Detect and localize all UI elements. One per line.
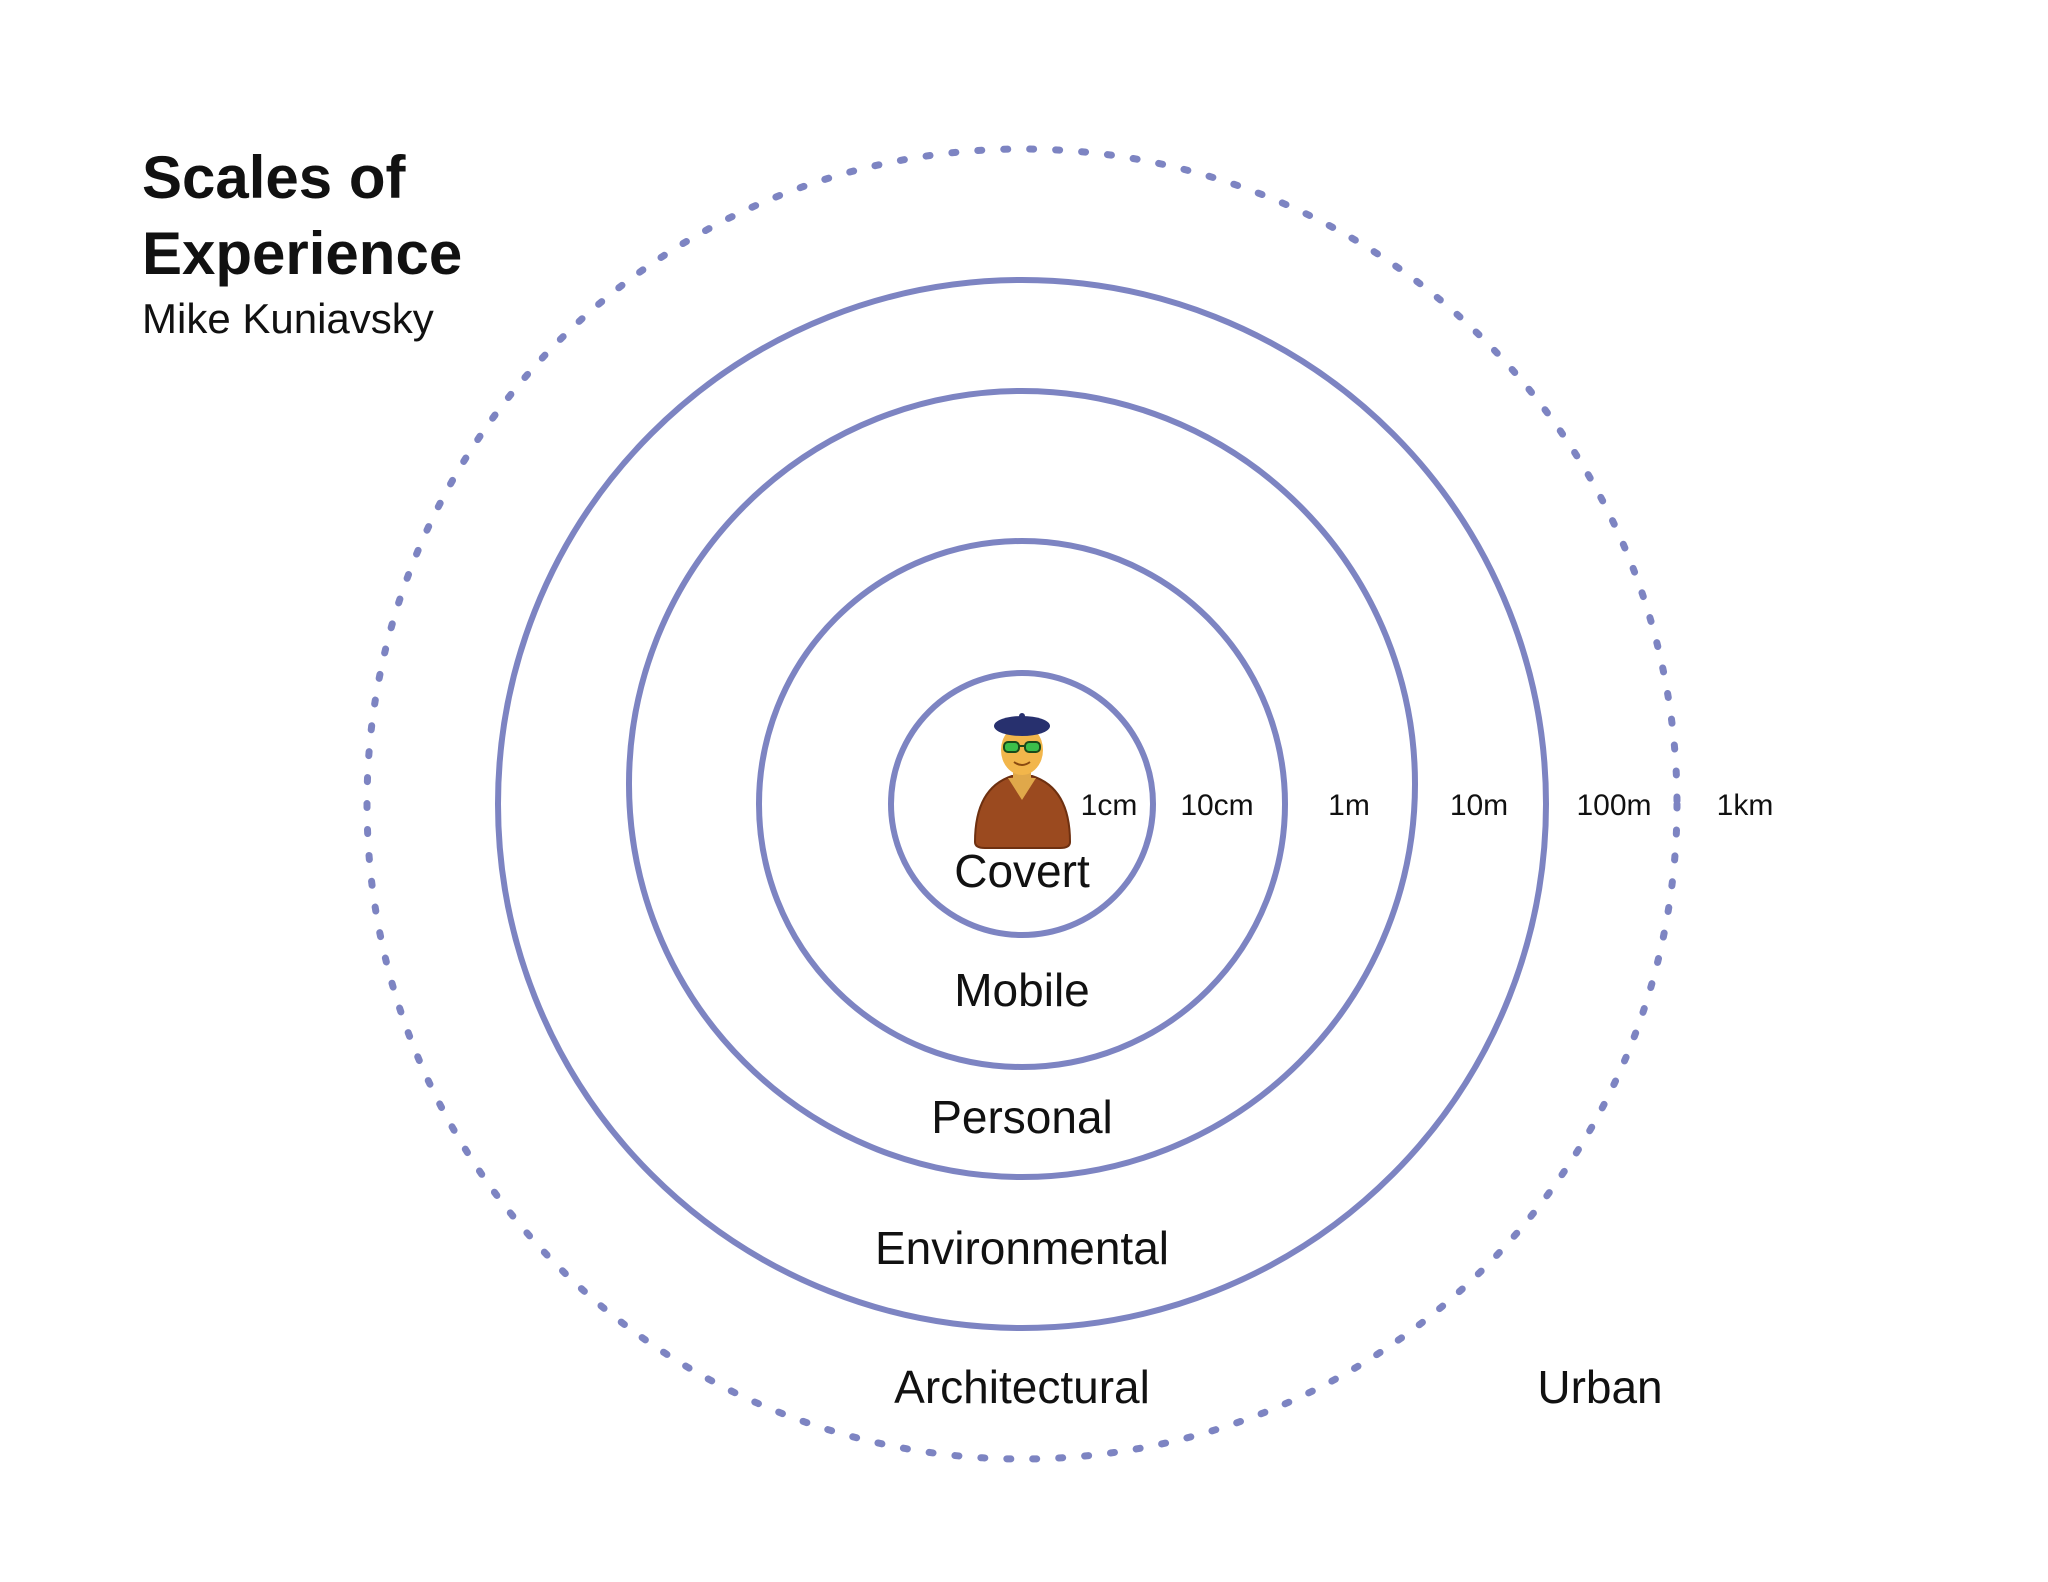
diagram-title-line-2: Experience — [142, 220, 463, 287]
scale-label-1m: 1m — [1328, 789, 1370, 822]
scale-label-10m: 10m — [1450, 789, 1508, 822]
zone-label-mobile: Mobile — [954, 964, 1090, 1016]
person-with-beret-and-sunglasses-icon — [973, 713, 1072, 849]
zone-label-covert: Covert — [954, 845, 1090, 897]
diagram-title-line-1: Scales of — [142, 144, 406, 211]
zone-label-architectural: Architectural — [894, 1361, 1150, 1413]
zone-label-environmental: Environmental — [875, 1222, 1169, 1274]
scale-label-1cm: 1cm — [1081, 789, 1138, 822]
scale-label-1km: 1km — [1717, 789, 1774, 822]
ring-architectural — [495, 277, 1549, 1331]
zone-label-urban: Urban — [1537, 1361, 1662, 1413]
scale-label-100m: 100m — [1576, 789, 1651, 822]
ring-covert — [888, 670, 1156, 938]
ring-environmental — [626, 388, 1418, 1180]
ring-personal — [756, 538, 1288, 1070]
author-name: Mike Kuniavsky — [142, 295, 434, 342]
zone-label-personal: Personal — [931, 1091, 1113, 1143]
scale-label-10cm: 10cm — [1180, 789, 1253, 822]
ring-urban — [363, 145, 1681, 1463]
title-block: Scales of Experience Mike Kuniavsky — [142, 140, 462, 346]
